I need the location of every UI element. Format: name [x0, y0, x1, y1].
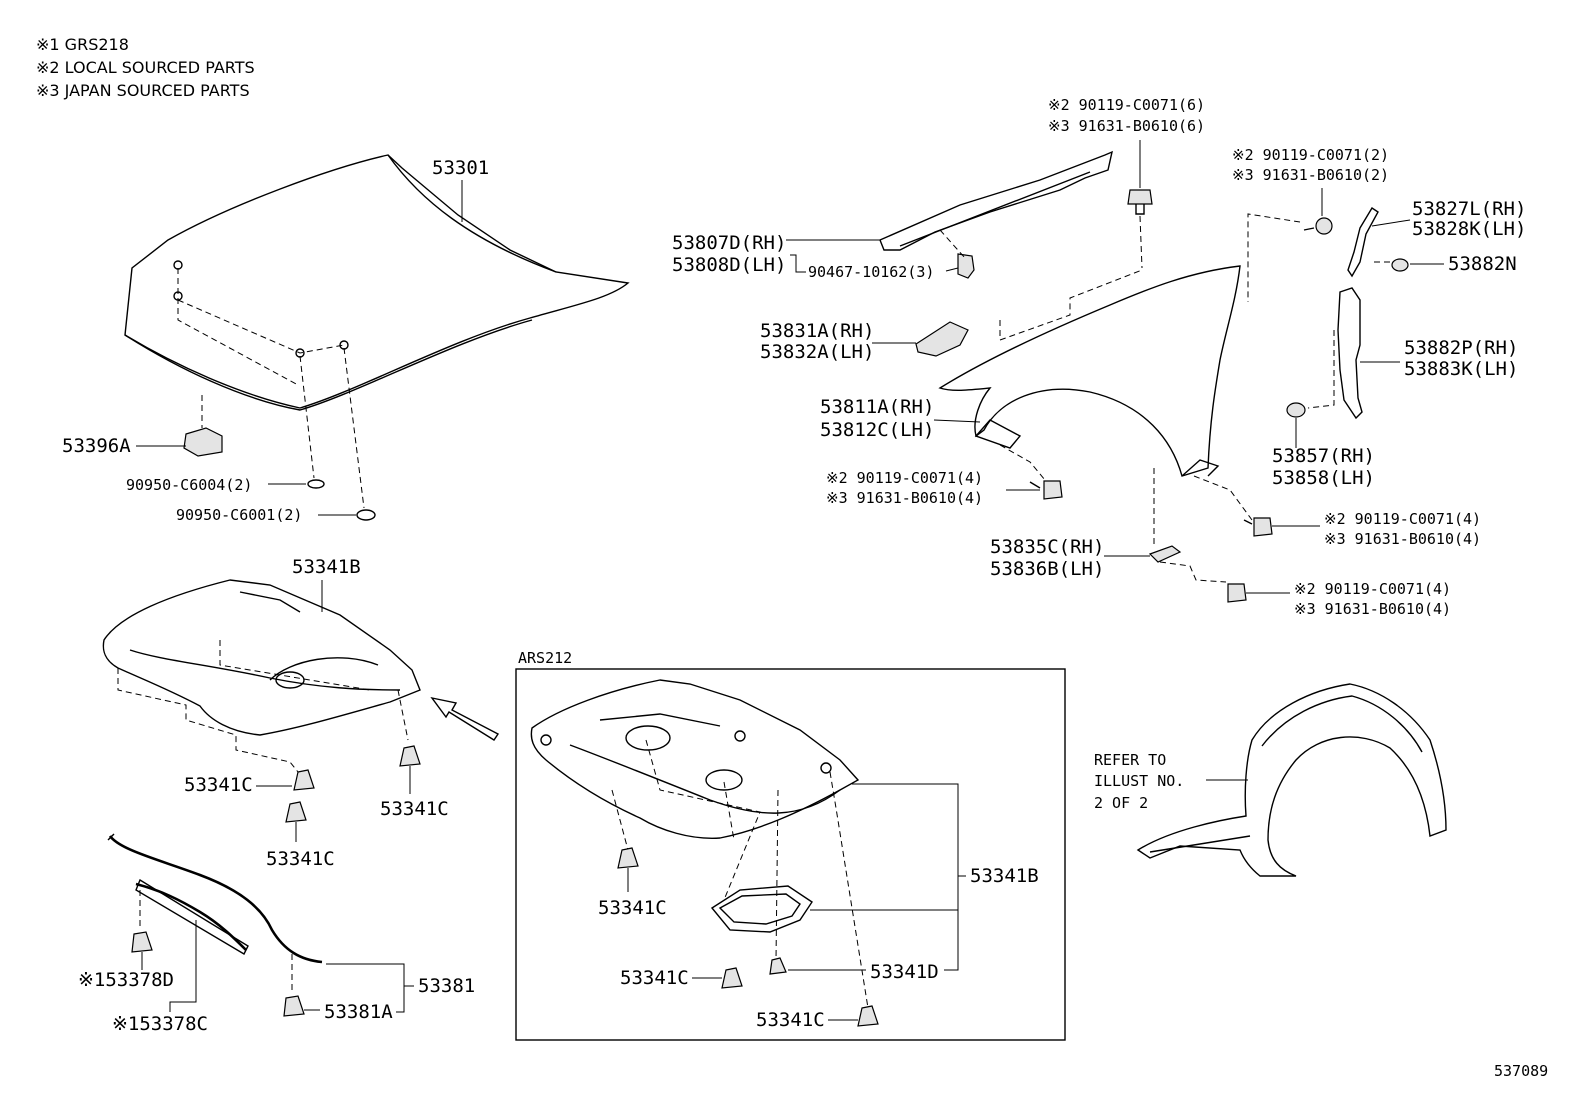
label-rear-bolt-local: ※2 90119-C0071(2)	[1232, 146, 1389, 164]
label-seal-assy: 53381	[418, 975, 475, 997]
clip-c-parts	[285, 745, 421, 842]
label-ars-cover: 53341B	[970, 865, 1039, 887]
label-under-cover: 53341B	[292, 556, 361, 578]
label-plug-rh: 53857(RH)	[1272, 445, 1375, 467]
fender-stay-part	[1148, 468, 1227, 583]
label-clip-c3: 53341C	[380, 798, 449, 820]
label-seal-clip: 53381A	[324, 1001, 393, 1023]
hood-bumper-part	[183, 395, 223, 457]
note-1: ※1 GRS218	[36, 35, 129, 54]
top-bolt-part	[1127, 189, 1153, 269]
label-ars-clip-c2: 53341C	[620, 967, 689, 989]
label-liner-rh: 53882P(RH)	[1404, 337, 1518, 359]
label-top-bolt-japan: ※3 91631-B0610(6)	[1048, 117, 1205, 135]
label-bracket-lh: 53832A(LH)	[760, 341, 874, 363]
label-hood-cushion-b: 90950-C6001(2)	[176, 506, 302, 524]
label-stay-bolt-japan: ※3 91631-B0610(4)	[1294, 600, 1451, 618]
label-ars-clip-c3: 53341C	[756, 1009, 825, 1031]
fender-seal-part	[1347, 207, 1379, 278]
fender-plug-part	[1286, 402, 1306, 448]
hood-cushion-parts	[299, 347, 376, 521]
front-bolt-part	[1029, 480, 1063, 500]
label-cowl-rh: 53807D(RH)	[672, 232, 786, 254]
label-seal-d: ※153378D	[78, 969, 174, 991]
hood-seal-parts	[107, 833, 323, 1017]
label-ars-clip-d: 53341D	[870, 961, 939, 983]
label-clip-n: 53882N	[1448, 253, 1517, 275]
reference-line-3: 2 OF 2	[1094, 794, 1148, 812]
fender-liner-part	[1136, 683, 1447, 877]
label-ars-clip-c1: 53341C	[598, 897, 667, 919]
label-top-bolt-local: ※2 90119-C0071(6)	[1048, 96, 1205, 114]
label-bracket-rh: 53831A(RH)	[760, 320, 874, 342]
label-cowl-clip: 90467-10162(3)	[808, 263, 934, 281]
engine-under-cover-part	[102, 579, 421, 773]
cowl-side-panel-part	[879, 150, 1113, 279]
inset-frame	[515, 668, 1066, 1041]
front-fender-part	[938, 265, 1253, 521]
label-seal-c: ※153378C	[112, 1013, 208, 1035]
ars-under-cover-part	[530, 679, 869, 1009]
drawing-number: 537089	[1494, 1062, 1548, 1080]
inset-title: ARS212	[518, 649, 572, 667]
label-stay-lh: 53836B(LH)	[990, 558, 1104, 580]
label-front-bolt-japan: ※3 91631-B0610(4)	[826, 489, 983, 507]
fender-liner-seal-part	[1307, 287, 1363, 420]
note-2: ※2 LOCAL SOURCED PARTS	[36, 58, 255, 77]
clip-n-part	[1370, 258, 1409, 272]
label-fender-rh: 53811A(RH)	[820, 396, 934, 418]
label-hood: 53301	[432, 157, 489, 179]
label-seal-rh: 53827L(RH)	[1412, 198, 1526, 220]
rear-bolt-part	[1247, 213, 1333, 302]
label-seal-lh: 53828K(LH)	[1412, 218, 1526, 240]
reference-line-1: REFER TO	[1094, 751, 1166, 769]
label-lower-bolt-local: ※2 90119-C0071(4)	[1324, 510, 1481, 528]
label-plug-lh: 53858(LH)	[1272, 467, 1375, 489]
direction-arrow	[430, 696, 500, 741]
label-stay-rh: 53835C(RH)	[990, 536, 1104, 558]
label-liner-lh: 53883K(LH)	[1404, 358, 1518, 380]
label-rear-bolt-japan: ※3 91631-B0610(2)	[1232, 166, 1389, 184]
fender-bracket-part	[915, 321, 969, 357]
label-clip-c1: 53341C	[184, 774, 253, 796]
lower-bolt-part	[1243, 517, 1273, 537]
hood-part	[124, 154, 630, 411]
stay-bolt-part	[1227, 583, 1247, 603]
label-lower-bolt-japan: ※3 91631-B0610(4)	[1324, 530, 1481, 548]
label-hood-cushion-a: 90950-C6004(2)	[126, 476, 252, 494]
label-stay-bolt-local: ※2 90119-C0071(4)	[1294, 580, 1451, 598]
ars-clip-parts	[617, 847, 879, 1027]
label-fender-lh: 53812C(LH)	[820, 419, 934, 441]
reference-line-2: ILLUST NO.	[1094, 772, 1184, 790]
label-hood-bumper: 53396A	[62, 435, 131, 457]
label-cowl-lh: 53808D(LH)	[672, 254, 786, 276]
label-clip-c2: 53341C	[266, 848, 335, 870]
label-front-bolt-local: ※2 90119-C0071(4)	[826, 469, 983, 487]
note-3: ※3 JAPAN SOURCED PARTS	[36, 81, 250, 100]
